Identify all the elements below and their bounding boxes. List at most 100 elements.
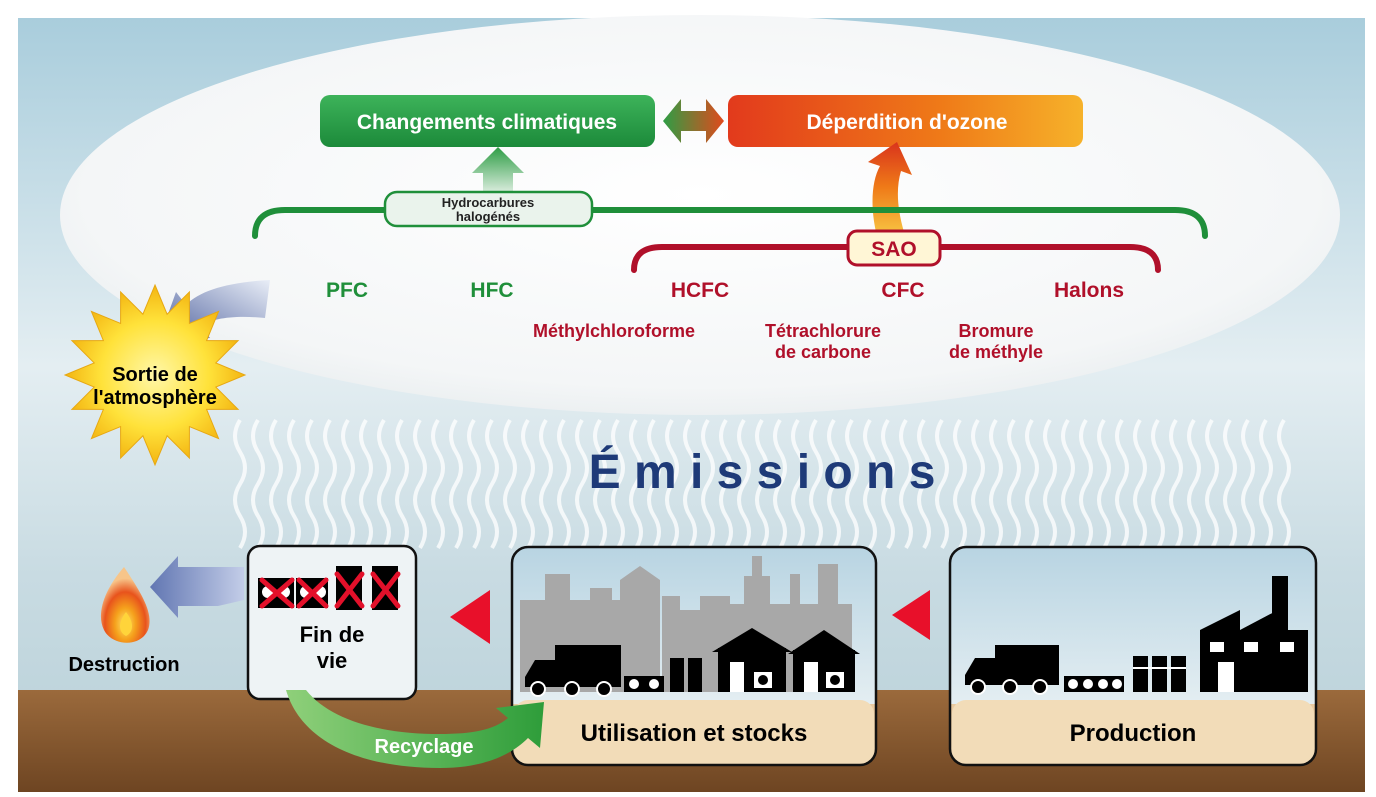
sun: Sortie de l'atmosphère [63,283,247,467]
emission-wave-line [251,418,265,550]
blue-arrow-to-destruction [150,556,244,618]
emission-wave-line [1025,418,1039,550]
gas-halons: Halons [1054,279,1124,302]
sao-label: SAO [871,238,917,261]
emission-wave-line [1097,418,1111,550]
emission-wave-line [413,418,427,550]
emission-wave-line [755,418,769,550]
climate-change-box: Changements climatiques [320,95,655,147]
gas-hfc: HFC [470,279,513,302]
emission-wave-line [485,418,499,550]
emission-wave-line [827,418,841,550]
emission-wave-line [449,418,463,550]
emission-wave-line [395,418,409,550]
emission-wave-line [1259,418,1273,550]
emission-wave-line [971,418,985,550]
emission-wave-line [431,418,445,550]
gas-hcfc: HCFC [671,279,729,302]
green-up-arrow [472,147,524,196]
house-icon [712,628,792,692]
halogenated-line2: halogénés [456,209,520,224]
emission-wave-line [629,418,643,550]
flame-icon [100,567,150,643]
gas-tetrachlorure-line1: Tétrachlorure [765,321,881,341]
emission-wave-line [593,418,607,550]
emission-wave-line [1241,418,1255,550]
emission-wave-line [1007,418,1021,550]
fridges-icon [670,658,702,692]
truck-icon [965,645,1059,695]
emission-wave-line [575,418,589,550]
ozone-depletion-label: Déperdition d'ozone [807,111,1008,134]
emission-wave-line [1205,418,1219,550]
atmosphere-ellipse [60,15,1340,415]
emission-wave-line [773,418,787,550]
emission-wave-line [737,418,751,550]
halogenated-line1: Hydrocarbures [442,195,534,210]
use-stocks-box: Utilisation et stocks [510,545,878,767]
emission-wave-line [521,418,535,550]
truck-icon [525,645,621,697]
house-icon [788,630,860,692]
production-label: Production [1070,720,1197,747]
emission-wave-line [953,418,967,550]
emission-wave-line [539,418,553,550]
emission-wave-line [935,418,949,550]
emission-wave-line [683,418,697,550]
emission-wave-line [1151,418,1165,550]
gas-methylchloroforme: Méthylchloroforme [533,321,695,341]
recycling-arrow [286,690,544,768]
destruction-label: Destruction [68,654,179,676]
emission-wave-line [1277,418,1291,550]
double-arrow [663,99,724,143]
green-bracket [252,207,1208,239]
emissions-title: É m i s s i o n s [589,445,936,499]
emission-wave-line [665,418,679,550]
end-of-life-box: Fin de vie [246,544,418,701]
emission-wave-line [1043,418,1057,550]
factory-icon [1200,576,1308,692]
emission-wave-line [287,418,301,550]
emission-wave-line [1133,418,1147,550]
emission-wave-line [1115,418,1129,550]
emission-wave-line [989,418,1003,550]
gas-cfc: CFC [881,279,924,302]
fridges-icon [1133,656,1186,692]
emission-wave-line [467,418,481,550]
ac-units-icon [624,676,664,692]
gas-bromure-line1: Bromure [958,321,1033,341]
emission-wave-line [611,418,625,550]
gas-bromure-line2: de méthyle [949,342,1043,362]
emission-wave-line [557,418,571,550]
emission-wave-line [1169,418,1183,550]
emission-wave-line [647,418,661,550]
end-of-life-line1: Fin de [300,622,365,647]
emission-wave-line [899,418,913,550]
gas-pfc: PFC [326,279,368,302]
emission-wave-line [881,418,895,550]
emission-wave-line [359,418,373,550]
emission-wave-line [341,418,355,550]
emission-wave-line [1061,418,1075,550]
production-box: Production [948,545,1318,767]
emission-wave-line [305,418,319,550]
red-arrow-production-to-use [892,590,930,640]
ac-units-icon [1064,676,1124,692]
emission-wave-line [1187,418,1201,550]
sao-box: SAO [846,229,942,267]
emission-wave-line [503,418,517,550]
emission-wave-line [1079,418,1093,550]
ozone-depletion-box: Déperdition d'ozone [728,95,1083,147]
sun-label-line1: Sortie de [112,364,198,386]
gas-tetrachlorure-line2: de carbone [775,342,871,362]
halogenated-box: Hydrocarbures halogénés [383,190,594,228]
emission-wave-line [917,418,931,550]
discarded-appliances-icon [258,566,401,610]
emission-wave-line [701,418,715,550]
emission-wave-line [791,418,805,550]
end-of-life-line2: vie [317,648,348,673]
emission-wave-line [845,418,859,550]
red-arrow-use-to-end [450,590,490,644]
sun-label-line2: l'atmosphère [93,387,217,409]
